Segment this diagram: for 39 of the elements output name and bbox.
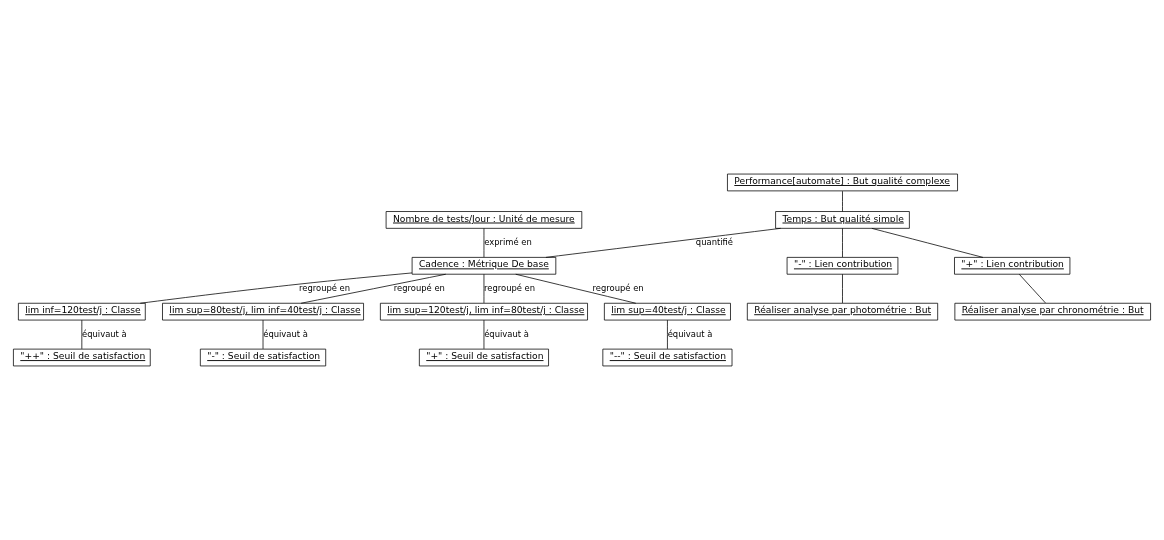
- connector: [545, 227, 782, 258]
- node-box: "+" : Lien contribution: [954, 257, 1071, 275]
- node-box: "++" : Seuil de satisfaction: [13, 348, 151, 367]
- node-box: lim sup=80test/j, lim inf=40test/j : Classe: [162, 302, 364, 321]
- node-box: lim sup=120test/j, lim inf=80test/j : Classe: [380, 302, 588, 321]
- edge-label: équivaut à: [263, 328, 308, 339]
- connector: [139, 272, 413, 304]
- edge-label: équivaut à: [82, 328, 127, 339]
- edge-label: quantifié: [695, 237, 734, 247]
- connector: [81, 319, 83, 350]
- edge-label: regroupé en: [299, 282, 351, 293]
- connector: [667, 319, 668, 350]
- node-box: Cadence : Métrique De base: [411, 257, 557, 275]
- node-box: "-" : Lien contribution: [786, 257, 899, 275]
- node-box: lim inf=120test/j : Classe: [18, 302, 146, 321]
- node-box: Temps : But qualité simple: [775, 211, 910, 229]
- connector: [871, 228, 984, 258]
- node-box: lim sup=40test/j : Classe: [604, 302, 731, 321]
- connector: [515, 273, 637, 304]
- edge-label: regroupé en: [592, 282, 644, 293]
- connector: [842, 273, 843, 304]
- node-box: "+" : Seuil de satisfaction: [419, 348, 549, 367]
- edge-label: regroupé en: [484, 282, 536, 293]
- connector: [842, 228, 843, 258]
- connector: [1018, 273, 1046, 304]
- node-box: "--" : Seuil de satisfaction: [602, 348, 733, 367]
- edge-label: équivaut à: [484, 328, 529, 339]
- node-box: Réaliser analyse par chronométrie : But: [954, 302, 1151, 321]
- edge-label: équivaut à: [667, 328, 713, 339]
- connector: [483, 228, 485, 258]
- connector: [300, 273, 447, 304]
- node-box: "-" : Seuil de satisfaction: [199, 348, 327, 367]
- connector: [483, 273, 485, 304]
- edge-label: regroupé en: [393, 282, 445, 293]
- edge-label: exprimé en: [484, 237, 532, 247]
- node-box: Réaliser analyse par photométrie : But: [746, 302, 939, 321]
- connector: [842, 190, 843, 212]
- node-box: Nombre de tests/Jour : Unité de mesure: [385, 211, 583, 229]
- node-box: Performance[automate] : But qualité complexe: [727, 173, 958, 192]
